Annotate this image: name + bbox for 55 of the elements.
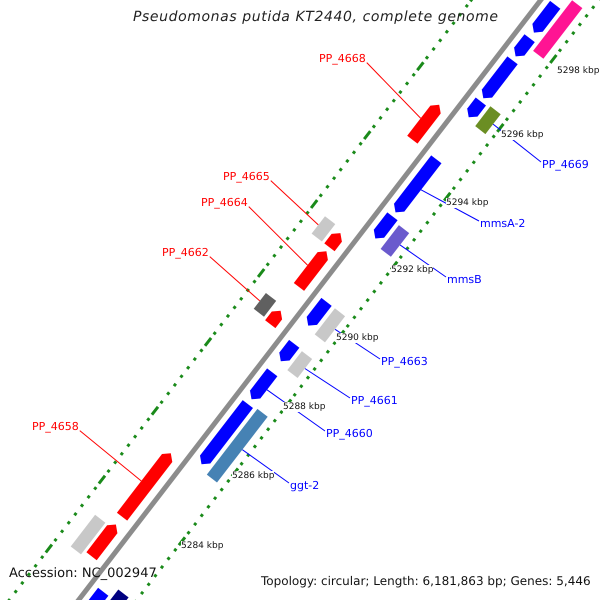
gene-label: ggt-2 [290, 480, 320, 493]
leader-line [79, 430, 142, 482]
gene-block [254, 293, 276, 317]
gene-block [312, 216, 336, 242]
leader-line [366, 62, 422, 119]
tick-label: 5294 kbp [446, 198, 488, 208]
gene-block [475, 106, 501, 134]
gene-feature [324, 233, 342, 252]
gene-label: PP_4661 [351, 395, 398, 408]
gene-feature [265, 310, 282, 328]
tick-label: 5298 kbp [557, 66, 600, 76]
gene-label: PP_4664 [201, 197, 248, 210]
gene-feature [467, 98, 486, 118]
gene-feature [532, 0, 560, 33]
gene-label: PP_4669 [542, 159, 589, 172]
gene-feature [250, 368, 278, 400]
gene-feature [306, 298, 332, 326]
gene-label: PP_4663 [381, 356, 428, 369]
leader-line [242, 449, 290, 484]
accession-text: Accession: NC_002947 [9, 567, 157, 582]
gene-feature [407, 104, 441, 144]
genome-info-text: Topology: circular; Length: 6,181,863 bp; Genes: 5,446 [261, 575, 591, 589]
gene-feature [86, 524, 118, 560]
gene-label: PP_4662 [162, 247, 209, 260]
gene-block [380, 225, 410, 257]
gene-label: PP_4665 [223, 171, 270, 184]
tick-label: 5292 kbp [391, 265, 434, 276]
tick-label: 5286 kbp [232, 471, 274, 482]
leader-line [420, 189, 480, 222]
gene-feature [200, 400, 253, 464]
tick-label: 5288 kbp [283, 402, 326, 412]
leader-line [304, 368, 350, 398]
title: Pseudomonas putida KT2440, complete genome [133, 9, 499, 26]
gene-label: PP_4658 [32, 421, 79, 434]
gene-block [70, 514, 106, 554]
gene-feature [279, 340, 300, 362]
leader-line [270, 180, 319, 226]
gene-feature [394, 155, 442, 212]
gene-feature [294, 251, 328, 291]
gene-feature [482, 56, 518, 98]
gene-feature [116, 453, 172, 521]
gene-label: mmsB [447, 274, 482, 287]
tick-label: 5284 kbp [181, 541, 224, 552]
leader-line [248, 206, 308, 266]
gene-feature [514, 34, 535, 56]
gene-label: PP_4660 [326, 428, 373, 441]
gene-label: mmsA-2 [480, 218, 526, 231]
gene-label: PP_4668 [319, 53, 366, 66]
tick-label: 5296 kbp [501, 130, 544, 140]
tick-label: 5290 kbp [336, 333, 378, 344]
gene-block [287, 351, 312, 378]
gene-feature [374, 212, 398, 238]
leader-line [209, 256, 260, 302]
gene-block [533, 0, 582, 59]
leader-line [400, 244, 446, 278]
